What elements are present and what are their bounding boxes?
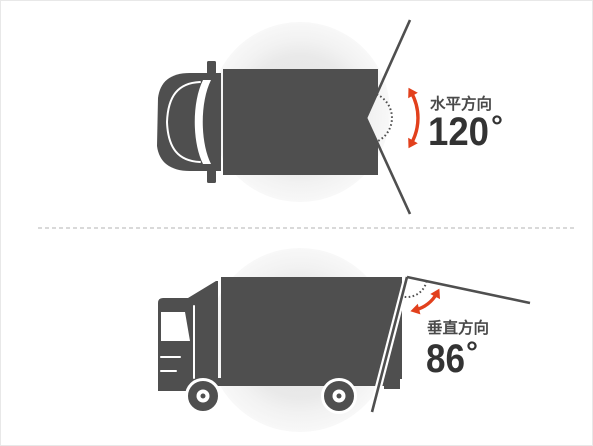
rear-hub-center	[336, 393, 342, 399]
horizontal-view-panel: 水平方向 120 °	[157, 19, 503, 215]
horizontal-arrowhead-bottom	[408, 137, 418, 149]
side-mirror-upper	[207, 61, 216, 74]
chassis	[196, 378, 400, 386]
front-hub-center	[200, 393, 206, 399]
horizontal-arrowhead-top	[408, 87, 418, 99]
front-wheel	[185, 378, 221, 414]
horizontal-angle-dotted-arc	[376, 93, 393, 143]
hood-outline	[165, 81, 201, 163]
horizontal-angle-label: 水平方向	[430, 94, 492, 113]
horizontal-view-lower-line	[364, 117, 412, 215]
horizontal-view-upper-line	[364, 19, 412, 119]
cab-window	[161, 312, 190, 341]
horizontal-angle-arrow-arc	[409, 91, 420, 145]
vertical-view-lower-line	[370, 276, 409, 413]
side-mirror-lower	[207, 170, 216, 183]
vertical-view-panel: 垂直方向 86 °	[158, 248, 531, 432]
cargo-box-side	[221, 277, 402, 379]
truck-side-view	[158, 277, 402, 414]
vertical-angle-unit: °	[466, 336, 478, 369]
horizontal-angle-value: 120	[428, 110, 489, 154]
horizontal-angle-unit: °	[491, 110, 503, 143]
vertical-arrowhead-upper	[430, 288, 440, 300]
cargo-box-top	[223, 69, 378, 175]
truck-top-view	[157, 61, 378, 183]
vertical-angle-value: 86	[426, 337, 465, 381]
windshield	[194, 80, 211, 164]
vertical-angle-label: 垂直方向	[427, 318, 489, 337]
vertical-angle-dotted-arc	[401, 280, 428, 298]
rear-underrun-guard	[384, 379, 400, 389]
rear-wheel	[321, 378, 357, 414]
vertical-arrowhead-lower	[410, 303, 421, 315]
